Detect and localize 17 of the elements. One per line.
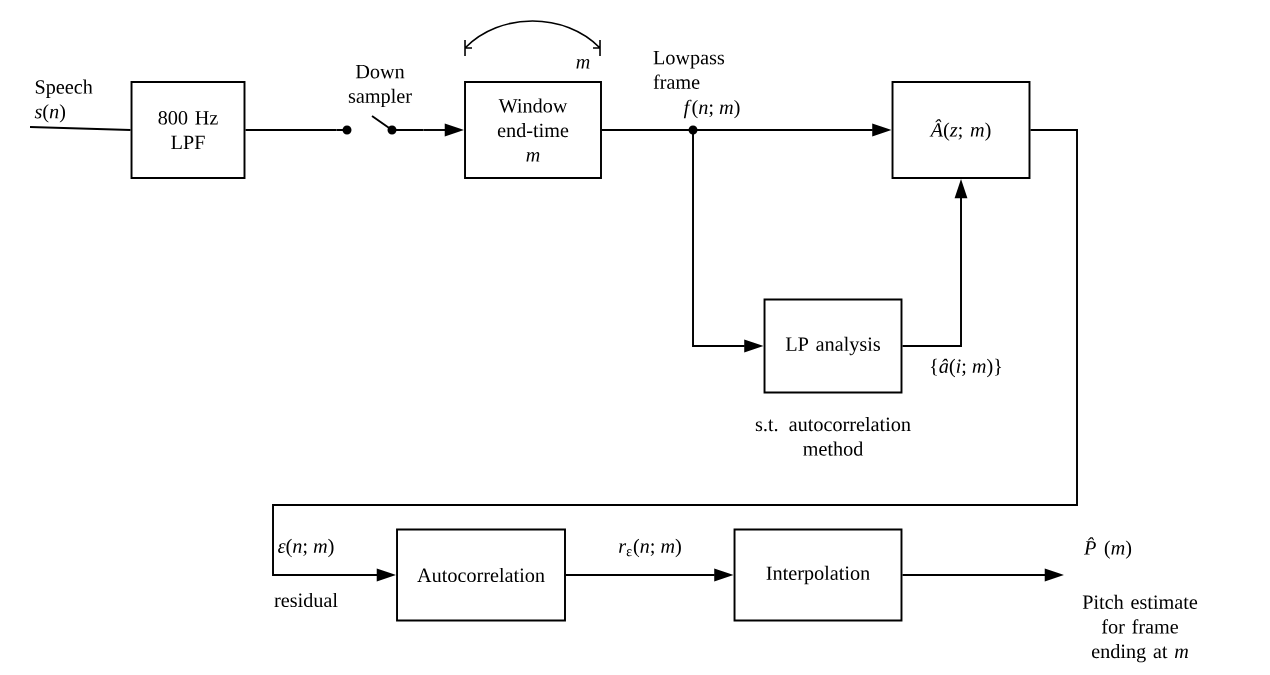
process-box: Â(z; m)	[891, 81, 1031, 179]
edge-label: r$_{ε}$(n; m)	[616, 537, 684, 559]
process-box: 800 Hz LPF	[130, 81, 246, 179]
caption-text: m	[576, 58, 590, 69]
edge-label: P̂(m)	[1082, 535, 1134, 561]
output-label: Pitch estimate for frame ending at m	[1082, 594, 1198, 663]
annotation-text: residual	[274, 592, 338, 608]
edge-label: f(n; m)	[681, 97, 743, 120]
process-box: Interpolation	[733, 528, 903, 622]
caption-text: s.t. autocorrelation method	[755, 416, 911, 456]
edge-label: ε(n; m)	[275, 537, 337, 559]
process-box: Window end-time m	[464, 81, 602, 179]
process-box: Autocorrelation	[396, 528, 566, 622]
process-box: LP analysis	[763, 298, 903, 394]
edge-label: {â(i; m)}	[927, 357, 1005, 379]
input-label: Speech s(n)	[34, 79, 93, 123]
arrow	[272, 129, 1078, 582]
